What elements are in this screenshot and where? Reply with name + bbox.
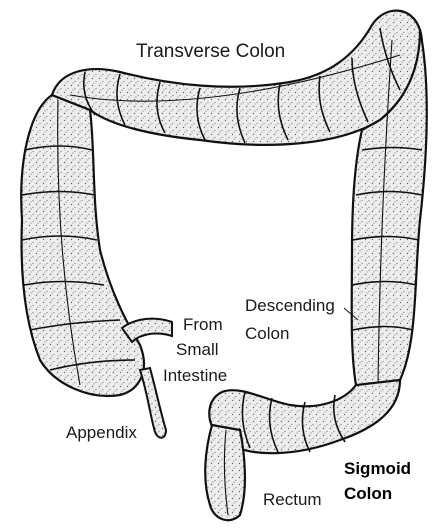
label-descending: Descending xyxy=(245,296,335,316)
label-small: Small xyxy=(176,340,219,360)
label-colon-descending: Colon xyxy=(245,324,289,344)
ascending-colon xyxy=(21,95,144,396)
label-transverse-colon: Transverse Colon xyxy=(136,42,285,62)
label-sigmoid: Sigmoid xyxy=(344,459,411,479)
small-intestine-end xyxy=(122,319,172,342)
label-appendix: Appendix xyxy=(66,423,137,443)
rectum xyxy=(205,425,245,520)
label-from: From xyxy=(183,315,223,335)
transverse-colon xyxy=(52,11,422,145)
label-colon-sigmoid: Colon xyxy=(344,484,392,504)
label-rectum: Rectum xyxy=(263,490,322,510)
label-intestine: Intestine xyxy=(163,366,227,386)
